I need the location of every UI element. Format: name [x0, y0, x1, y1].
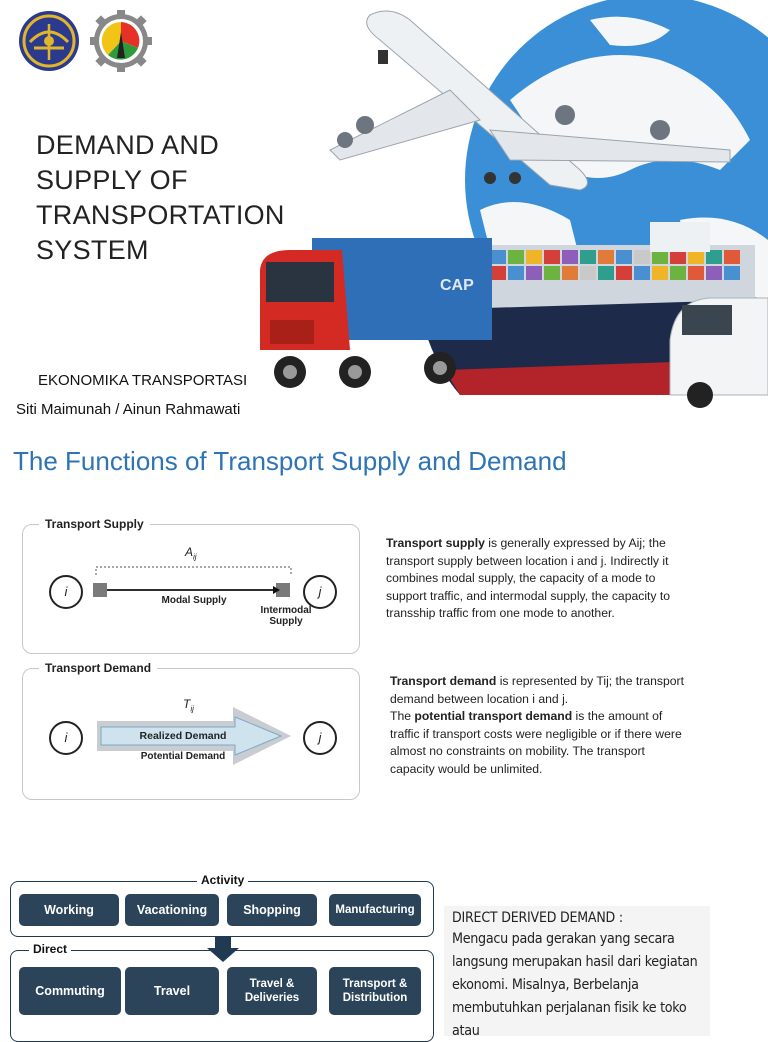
supply-panel-label: Transport Supply: [39, 517, 150, 531]
container-ship-icon: [420, 222, 755, 395]
authors: Siti Maimunah / Ainun Rahmawati: [16, 401, 241, 418]
demand-description: Transport demand is represented by Tij; …: [390, 674, 684, 776]
direct-travel-deliveries: Travel & Deliveries: [227, 967, 317, 1015]
functions-slide: The Functions of Transport Supply and De…: [0, 430, 768, 1042]
title-slide: DEMAND AND SUPPLY OF TRANSPORTATION SYST…: [0, 0, 768, 425]
demand-diagram: [97, 707, 291, 765]
slide-heading: The Functions of Transport Supply and De…: [13, 446, 567, 476]
transport-demand-panel: Transport Demand i j Tij Realized Demand…: [22, 661, 360, 800]
title-line-2: SUPPLY OF: [36, 165, 188, 195]
activity-shopping: Shopping: [227, 894, 317, 926]
deck-title: DEMAND AND SUPPLY OF TRANSPORTATION SYST…: [36, 128, 296, 268]
activity-working: Working: [19, 894, 119, 926]
node-i-demand: i: [49, 721, 83, 755]
transport-supply-panel: Transport Supply i j Aij Modal Supply In…: [22, 517, 360, 654]
potential-demand-label: Potential Demand: [140, 751, 226, 762]
destination-terminal: [276, 583, 290, 597]
direct-commuting: Commuting: [19, 967, 121, 1015]
realized-demand-label: Realized Demand: [139, 730, 227, 742]
origin-terminal: [93, 583, 107, 597]
aij-label: Aij: [185, 545, 197, 562]
transport-illustration: CAP: [260, 0, 768, 408]
node-i-supply: i: [49, 575, 83, 609]
activity-manufacturing: Manufacturing: [329, 894, 421, 926]
demand-panel-label: Transport Demand: [39, 661, 158, 675]
ministry-logo: [19, 11, 79, 71]
tij-label: Tij: [183, 697, 194, 714]
title-line-4: SYSTEM: [36, 235, 149, 265]
airplane-icon: [329, 10, 731, 191]
van-icon: [669, 297, 768, 408]
course-name: EKONOMIKA TRANSPORTASI: [38, 372, 248, 389]
supply-diagram: [93, 566, 292, 597]
activity-vacationing: Vacationing: [125, 894, 219, 926]
polytechnic-logo: [90, 10, 152, 72]
supply-description: Transport supply is generally expressed …: [386, 536, 671, 620]
derived-title: DIRECT DERIVED DEMAND :: [452, 910, 623, 926]
svg-text:CAP: CAP: [440, 277, 474, 294]
node-j-supply: j: [303, 575, 337, 609]
truck-icon: CAP: [260, 238, 492, 388]
title-line-3: TRANSPORTATION: [36, 200, 285, 230]
node-j-demand: j: [303, 721, 337, 755]
derived-body: Mengacu pada gerakan yang secara langsun…: [452, 931, 698, 1036]
direct-label: Direct: [29, 942, 72, 956]
activity-label: Activity: [197, 873, 249, 887]
activity-group: Activity Working Vacationing Shopping Ma…: [10, 873, 434, 937]
direct-group: Direct Commuting Travel Travel & Deliver…: [10, 942, 434, 1042]
direct-transport-distribution: Transport & Distribution: [329, 967, 421, 1015]
title-line-1: DEMAND AND: [36, 130, 220, 160]
down-arrow-icon: [207, 936, 239, 962]
modal-supply-label: Modal Supply: [161, 595, 227, 606]
direct-derived-demand-note: DIRECT DERIVED DEMAND : Mengacu pada ger…: [444, 906, 710, 1036]
direct-travel: Travel: [125, 967, 219, 1015]
